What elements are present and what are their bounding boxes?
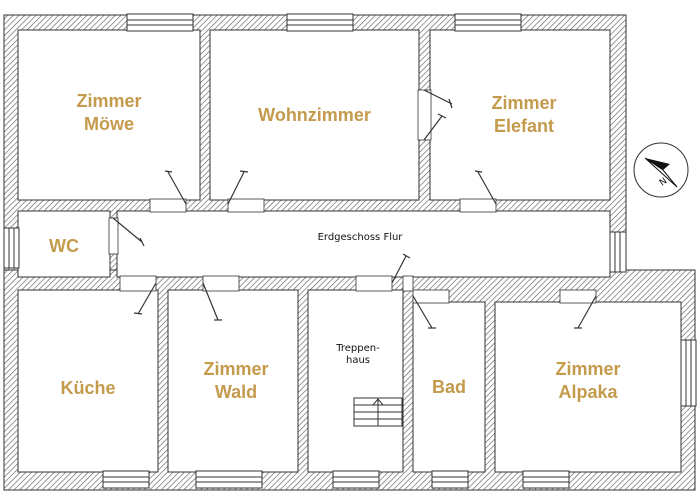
- corridor-label: Erdgeschoss Flur: [317, 232, 403, 243]
- stairs: [353, 397, 403, 427]
- compass-icon: N: [633, 142, 689, 198]
- window-kueche: [102, 470, 150, 489]
- room-label-zimmer-elefant: Zimmer Elefant: [491, 93, 557, 136]
- window-alpaka-bottom: [522, 470, 570, 489]
- window-alpaka: [680, 339, 697, 407]
- room-label-zimmer-alpaka: Zimmer Alpaka: [555, 359, 621, 402]
- room-label-kueche: Küche: [60, 377, 116, 398]
- room-flur: [116, 210, 611, 278]
- stairwell-label: Treppen- haus: [336, 343, 380, 366]
- door-leaves: [112, 89, 597, 329]
- compass-north-letter: N: [658, 176, 669, 188]
- label-box-moewe: Zimmer Möwe: [18, 30, 200, 195]
- room-label-zimmer-wald: Zimmer Wald: [203, 359, 269, 402]
- room-label-zimmer-moewe: Zimmer Möwe: [76, 90, 142, 134]
- room-zimmer-alpaka: [494, 301, 682, 473]
- room-label-wohnzimmer: Wohnzimmer: [258, 104, 371, 125]
- label-box-alpaka: Zimmer Alpaka: [495, 302, 681, 460]
- window-elefant: [454, 13, 522, 32]
- window-moewe: [126, 13, 194, 32]
- room-label-wc: WC: [49, 235, 79, 256]
- label-box-elefant: Zimmer Elefant: [430, 30, 618, 200]
- window-wald: [195, 470, 263, 489]
- room-bad: [412, 301, 486, 473]
- room-label-bad: Bad: [431, 376, 466, 397]
- room-kueche: [17, 289, 159, 473]
- room-wc: [17, 210, 111, 278]
- room-zimmer-elefant: [429, 29, 611, 201]
- window-wc: [3, 227, 20, 269]
- window-wohnzimmer: [286, 13, 354, 32]
- label-box-wohnzimmer: Wohnzimmer: [210, 30, 419, 200]
- window-bad: [431, 470, 469, 489]
- windows: [3, 13, 697, 489]
- label-box-kueche: Küche: [18, 290, 158, 486]
- room-treppenhaus: [307, 289, 404, 473]
- window-treppenhaus: [332, 470, 380, 489]
- label-box-bad: Bad: [413, 302, 485, 472]
- window-flur: [609, 231, 627, 273]
- label-box-wc: WC: [18, 211, 110, 281]
- label-box-wald: Zimmer Wald: [168, 290, 304, 472]
- door-openings: [108, 89, 597, 304]
